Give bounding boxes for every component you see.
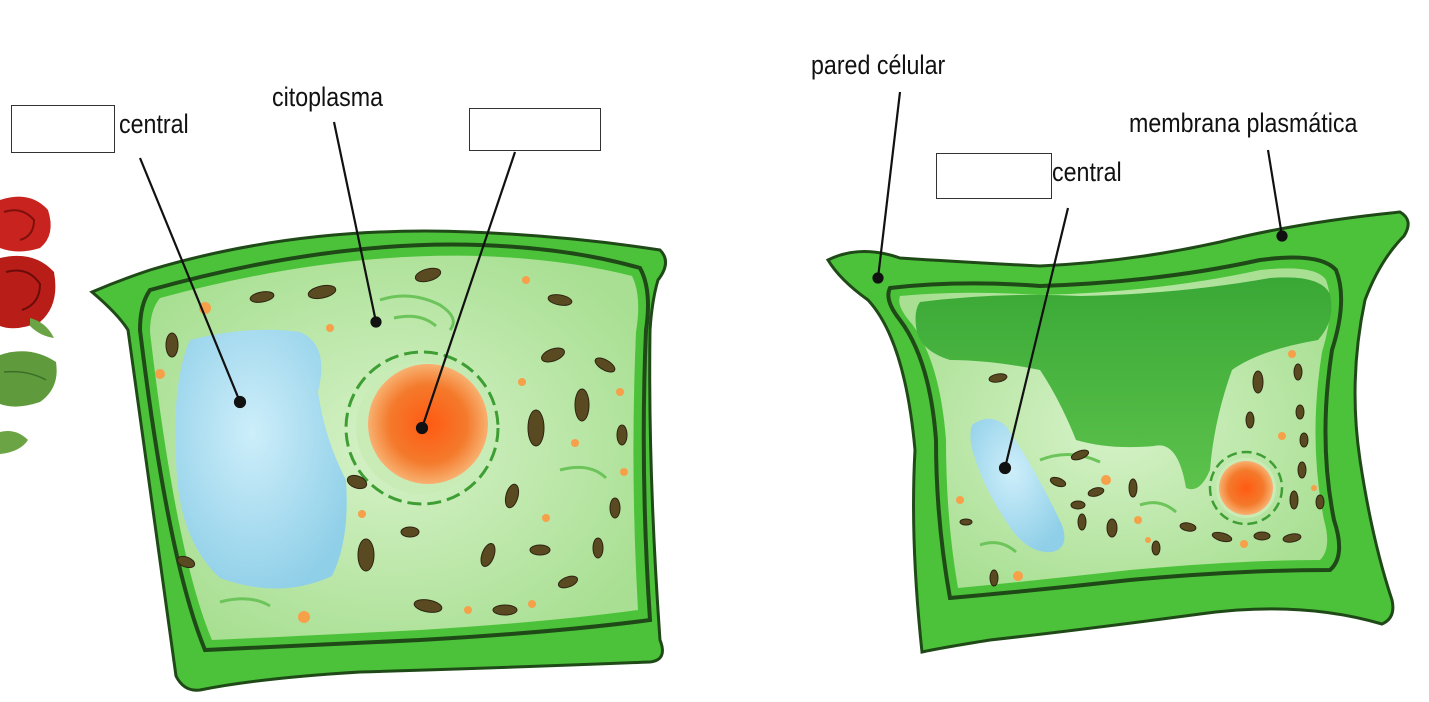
right-large-green-region [915, 277, 1332, 490]
left-central-label: central [119, 109, 189, 139]
right-nucleus [1219, 461, 1273, 515]
right-central-vacuole [970, 418, 1065, 553]
left-central-vacuole [175, 329, 347, 589]
right-cell-membrane [886, 255, 1344, 601]
right-organelle-dots [956, 350, 1317, 581]
left-chloroplasts [165, 267, 628, 616]
left-vacuole-answer-box[interactable] [11, 105, 115, 153]
rose-decoration [0, 196, 57, 454]
left-cell-membrane [137, 242, 653, 653]
left-citoplasma-label: citoplasma [272, 82, 383, 112]
left-nucleus-envelope [344, 350, 500, 506]
left-organelle-dots [155, 276, 628, 623]
left-plant-cell [89, 121, 667, 692]
right-nucleus-envelope [1208, 450, 1284, 526]
right-pared-celular-label: pared célular [811, 50, 946, 80]
right-membrana-label: membrana plasmática [1129, 108, 1358, 138]
right-central-label: central [1052, 157, 1122, 187]
right-vacuole-answer-box[interactable] [936, 153, 1052, 199]
left-leader-lines [138, 121, 517, 435]
left-nucleus-answer-box[interactable] [469, 108, 601, 151]
right-leader-lines [872, 91, 1288, 475]
left-nucleus [368, 364, 488, 484]
right-chloroplasts [959, 363, 1325, 587]
right-plant-cell [825, 91, 1410, 654]
